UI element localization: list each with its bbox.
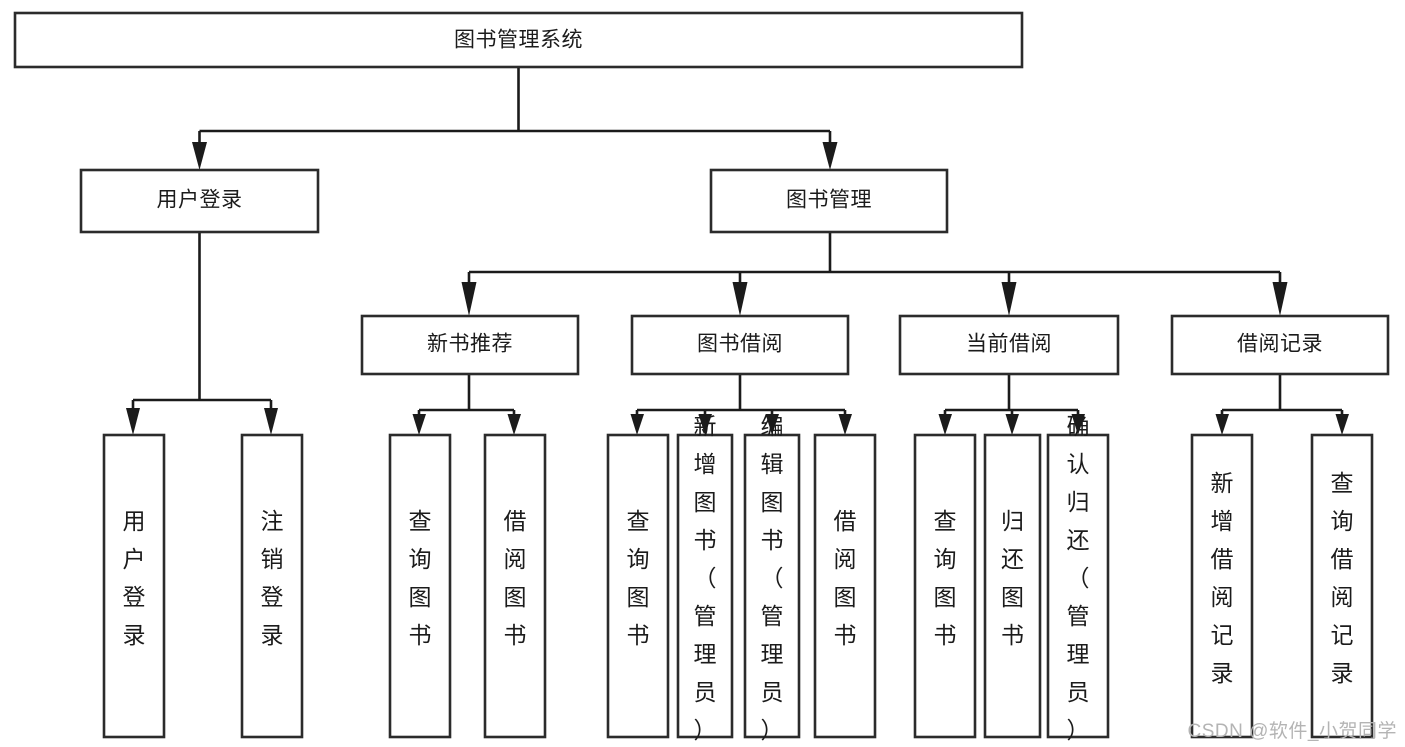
leaf-query-book-rec-box[interactable]: [388, 433, 452, 739]
leaf-borrow-book[interactable]: 借阅图书: [813, 433, 877, 739]
arrow-leaf-logout-login: [264, 408, 278, 435]
node-book-manage-label: 图书管理: [786, 189, 872, 212]
leaf-user-login[interactable]: 用户登录: [102, 433, 166, 739]
node-book-borrow-label: 图书借阅: [697, 333, 783, 356]
edge-group-borrowrecord: [1215, 374, 1349, 435]
leaf-confirm-return-admin[interactable]: 确认归还（管理员）: [1046, 413, 1110, 743]
arrow-leaf-confirm-return-admin: [1071, 414, 1085, 435]
node-current-borrow-label: 当前借阅: [966, 333, 1052, 356]
leaf-query-borrow-record[interactable]: 查询借阅记录: [1310, 433, 1374, 739]
node-book-borrow-box[interactable]: [630, 314, 850, 376]
arrow-leaf-borrow-book: [838, 414, 852, 435]
leaf-add-book-admin[interactable]: 新增图书（管理员）: [676, 413, 734, 743]
arrow-to-current-borrow: [1001, 282, 1017, 316]
leaf-return-book-box[interactable]: [983, 433, 1042, 739]
node-borrow-record-box[interactable]: [1170, 314, 1390, 376]
leaf-borrow-book-rec-label: 借阅图书: [504, 508, 527, 648]
csdn-watermark: CSDN @软件_小贺同学: [1187, 721, 1397, 742]
leaf-add-book-admin-label: 新增图书（管理员）: [694, 413, 717, 743]
arrow-to-borrow-record: [1272, 282, 1288, 316]
arrow-to-bookmanage: [822, 142, 838, 170]
leaf-confirm-return-admin-label: 确认归还（管理员）: [1067, 413, 1090, 743]
node-user-login-label: 用户登录: [157, 189, 243, 212]
leaf-query-book-rec-label: 查询图书: [409, 508, 432, 648]
node-borrow-record[interactable]: 借阅记录: [1170, 314, 1390, 376]
node-root-box[interactable]: [13, 11, 1024, 69]
leaf-borrow-book-box[interactable]: [813, 433, 877, 739]
leaf-query-book-current-label: 查询图书: [934, 508, 957, 648]
leaf-query-book-borrow[interactable]: 查询图书: [606, 433, 670, 739]
node-current-borrow-box[interactable]: [898, 314, 1120, 376]
node-borrow-record-label: 借阅记录: [1237, 333, 1323, 356]
node-new-book-rec[interactable]: 新书推荐: [360, 314, 580, 376]
arrow-leaf-query-book-current: [938, 414, 952, 435]
node-user-login-box[interactable]: [79, 168, 320, 234]
arrow-leaf-user-login: [126, 408, 140, 435]
leaf-user-login-box[interactable]: [102, 433, 166, 739]
leaf-add-borrow-record[interactable]: 新增借阅记录: [1190, 433, 1254, 739]
edge-group-newbookrec: [412, 374, 521, 435]
leaf-query-book-current-box[interactable]: [913, 433, 977, 739]
node-book-manage-box[interactable]: [709, 168, 949, 234]
node-current-borrow[interactable]: 当前借阅: [898, 314, 1120, 376]
arrow-leaf-add-borrow-record: [1215, 414, 1229, 435]
node-new-book-rec-label: 新书推荐: [427, 333, 513, 356]
node-book-manage[interactable]: 图书管理: [709, 168, 949, 234]
edge-group-currentborrow: [938, 374, 1085, 435]
leaf-return-book[interactable]: 归还图书: [983, 433, 1042, 739]
arrow-to-new-book-rec: [461, 282, 477, 316]
edge-group-bookmanage: [461, 232, 1288, 316]
leaf-edit-book-admin-box[interactable]: [743, 433, 801, 739]
node-root[interactable]: 图书管理系统: [13, 11, 1024, 69]
leaf-query-borrow-record-box[interactable]: [1310, 433, 1374, 739]
node-root-label: 图书管理系统: [454, 29, 583, 52]
leaf-add-book-admin-box[interactable]: [676, 433, 734, 739]
node-user-login[interactable]: 用户登录: [79, 168, 320, 234]
leaf-query-book-rec[interactable]: 查询图书: [388, 433, 452, 739]
leaf-return-book-label: 归还图书: [1001, 508, 1024, 648]
leaf-query-book-borrow-box[interactable]: [606, 433, 670, 739]
leaf-query-book-borrow-label: 查询图书: [627, 508, 650, 648]
arrow-leaf-query-borrow-record: [1335, 414, 1349, 435]
leaf-borrow-book-rec-box[interactable]: [483, 433, 547, 739]
arrow-leaf-query-book-borrow: [630, 414, 644, 435]
leaf-add-borrow-record-box[interactable]: [1190, 433, 1254, 739]
arrow-to-book-borrow: [732, 282, 748, 316]
edge-group-root: [192, 67, 838, 170]
arrow-leaf-borrow-book-rec: [507, 414, 521, 435]
leaf-query-borrow-record-label: 查询借阅记录: [1331, 470, 1354, 686]
node-book-borrow[interactable]: 图书借阅: [630, 314, 850, 376]
leaf-confirm-return-admin-box[interactable]: [1046, 433, 1110, 739]
leaf-node-layer: 用户登录 注销登录 查询图书 借阅图书 查询图书 新增图书（管理员） 编辑图书（管理员） 借阅…: [102, 413, 1374, 743]
arrow-leaf-edit-book-admin: [765, 414, 779, 435]
arrow-leaf-return-book: [1005, 414, 1019, 435]
arrow-to-userlogin: [192, 142, 207, 170]
leaf-user-login-label: 用户登录: [123, 508, 146, 648]
leaf-borrow-book-label: 借阅图书: [834, 508, 857, 648]
leaf-logout-login-box[interactable]: [240, 433, 304, 739]
leaf-add-borrow-record-label: 新增借阅记录: [1211, 470, 1234, 686]
leaf-logout-login[interactable]: 注销登录: [240, 433, 304, 739]
leaf-borrow-book-rec[interactable]: 借阅图书: [483, 433, 547, 739]
arrow-leaf-query-book-rec: [412, 414, 426, 435]
leaf-logout-login-label: 注销登录: [261, 508, 284, 648]
node-new-book-rec-box[interactable]: [360, 314, 580, 376]
leaf-query-book-current[interactable]: 查询图书: [913, 433, 977, 739]
leaf-edit-book-admin-label: 编辑图书（管理员）: [761, 413, 784, 743]
edge-group-userlogin: [126, 232, 278, 435]
leaf-edit-book-admin[interactable]: 编辑图书（管理员）: [743, 413, 801, 743]
edge-group-bookborrow: [630, 374, 852, 435]
arrow-leaf-add-book-admin: [698, 414, 712, 435]
